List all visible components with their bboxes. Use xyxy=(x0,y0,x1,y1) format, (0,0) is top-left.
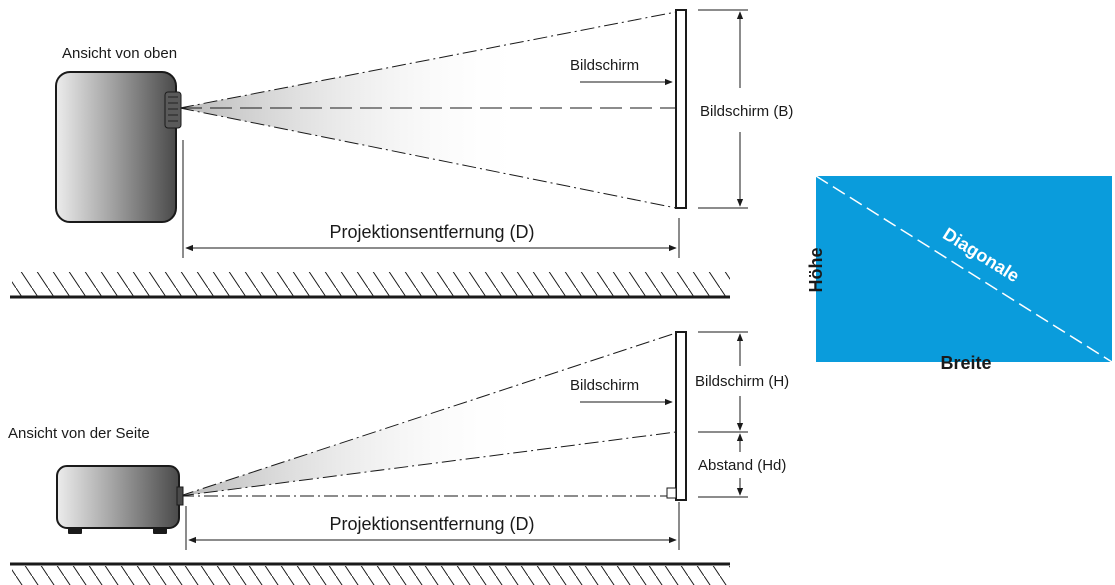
side-height-label: Bildschirm (H) xyxy=(695,373,789,390)
top-floor-hatch xyxy=(12,272,730,296)
top-beam-upper xyxy=(179,11,677,109)
top-beam-lower xyxy=(179,107,677,209)
screen-panel: Diagonale Höhe Breite xyxy=(806,175,1113,373)
side-distance-label: Projektionsentfernung (D) xyxy=(329,514,534,534)
top-width-label: Bildschirm (B) xyxy=(700,103,793,120)
side-beam-upper xyxy=(179,332,677,497)
top-screen-label: Bildschirm xyxy=(570,57,639,74)
top-screen xyxy=(675,9,687,209)
side-screen xyxy=(675,331,687,501)
side-beam-lower xyxy=(179,431,677,497)
side-offset-label: Abstand (Hd) xyxy=(698,457,786,474)
top-view-beam xyxy=(180,12,676,208)
top-distance-label: Projektionsentfernung (D) xyxy=(329,222,534,242)
side-view-title: Ansicht von der Seite xyxy=(8,425,150,442)
projector-top-icon xyxy=(55,71,182,223)
height-label: Höhe xyxy=(806,248,826,293)
side-screen-foot xyxy=(666,487,677,499)
projector-side-icon xyxy=(56,465,184,534)
width-label: Breite xyxy=(940,353,991,373)
top-view-title: Ansicht von oben xyxy=(62,45,177,62)
diagonal-line xyxy=(815,175,1113,363)
top-view: Ansicht von oben Bildschirm Bildschirm (… xyxy=(10,9,793,299)
side-view: Ansicht von der Seite Bildschirm Bildsch… xyxy=(8,331,789,585)
side-floor-hatch xyxy=(12,566,730,585)
side-screen-label: Bildschirm xyxy=(570,377,639,394)
